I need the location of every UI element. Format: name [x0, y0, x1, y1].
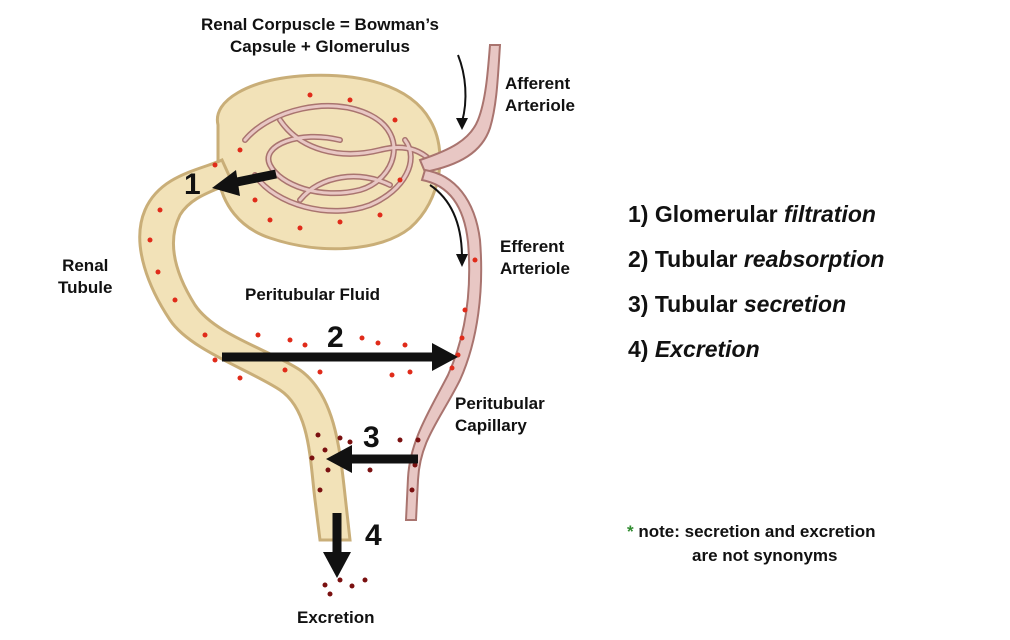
filtrate-dots: [147, 92, 478, 381]
step-glomerular-filtration: 1) Glomerular filtration: [628, 201, 876, 228]
arrow-number-1: 1: [184, 168, 201, 201]
corpuscle-line2: Capsule + Glomerulus: [230, 37, 410, 56]
efferent-flow-arrow: [429, 184, 463, 259]
note-text-1: note: secretion and excretion: [633, 522, 876, 541]
arrow-number-4: 4: [365, 519, 382, 552]
arrow-excretion: [323, 513, 351, 578]
arrow-reabsorption: [222, 343, 458, 371]
label-renal-corpuscle: Renal Corpuscle = Bowman’s Capsule + Glo…: [150, 14, 490, 58]
step-3-term: secretion: [743, 291, 847, 317]
step-tubular-reabsorption: 2) Tubular reabsorption: [628, 246, 884, 273]
label-renal-tubule: Renal Tubule: [58, 255, 112, 299]
bowmans-capsule: [215, 73, 442, 251]
arrow-number-2: 2: [327, 321, 344, 354]
afferent-arteriole: [418, 44, 502, 174]
label-excretion: Excretion: [297, 608, 375, 627]
afferent-line1: Afferent: [505, 74, 571, 93]
corpuscle-line1: Renal Corpuscle = Bowman’s: [201, 15, 439, 34]
note-line1: * note: secretion and excretion: [627, 520, 875, 544]
efferent-line1: Efferent: [500, 237, 565, 256]
tubule-line1: Renal: [62, 256, 109, 275]
afferent-line2: Arteriole: [505, 96, 575, 115]
label-peritubular-capillary: Peritubular Capillary: [455, 393, 545, 437]
arrow-secretion: [326, 445, 418, 473]
step-4-term: Excretion: [654, 336, 760, 362]
step-excretion: 4) Excretion: [628, 336, 760, 363]
note-line2: are not synonyms: [692, 546, 838, 565]
step-2-prefix: 2) Tubular: [628, 246, 744, 272]
arrow-filtration: [212, 169, 277, 196]
renal-tubule: [138, 158, 352, 542]
label-efferent-arteriole: Efferent Arteriole: [500, 236, 570, 280]
synonym-note: * note: secretion and excretion are not …: [627, 520, 875, 568]
step-3-prefix: 3) Tubular: [628, 291, 744, 317]
efferent-line2: Arteriole: [500, 259, 570, 278]
step-tubular-secretion: 3) Tubular secretion: [628, 291, 846, 318]
capillary-line1: Peritubular: [455, 394, 545, 413]
note-asterisk: *: [627, 522, 634, 541]
peritubular-capillary: [404, 168, 483, 521]
step-2-term: reabsorption: [743, 246, 885, 272]
secreted-dots: [309, 432, 421, 597]
afferent-flow-arrow: [457, 54, 467, 123]
step-1-term: filtration: [783, 201, 876, 227]
label-afferent-arteriole: Afferent Arteriole: [505, 73, 575, 117]
step-4-prefix: 4): [628, 336, 655, 362]
capillary-line2: Capillary: [455, 416, 527, 435]
label-peritubular-fluid: Peritubular Fluid: [245, 285, 381, 304]
arrow-number-3: 3: [363, 421, 380, 454]
step-1-prefix: 1) Glomerular: [628, 201, 784, 227]
tubule-line2: Tubule: [58, 278, 113, 297]
